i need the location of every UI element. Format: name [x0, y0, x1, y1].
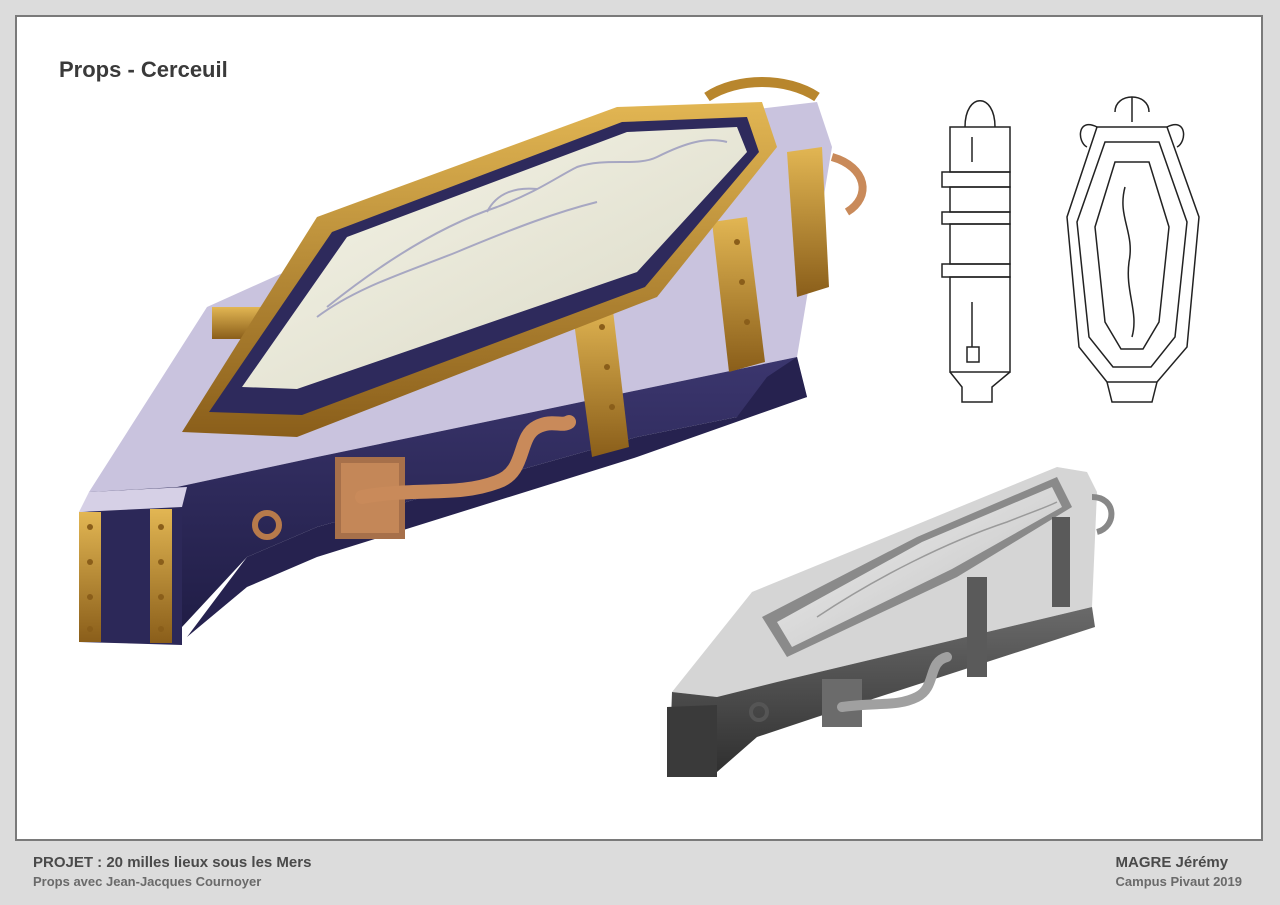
concept-sheet: Props - Cerceuil	[15, 15, 1263, 841]
project-credits: PROJET : 20 milles lieux sous les Mers P…	[33, 853, 311, 891]
coffin-artwork	[79, 77, 1200, 777]
page-title: Props - Cerceuil	[59, 57, 228, 82]
coffin-greyscale-render	[667, 467, 1115, 777]
project-title: PROJET : 20 milles lieux sous les Mers	[33, 854, 312, 871]
coffin-side-view-lineart	[941, 100, 1011, 403]
project-subtitle: Props avec Jean-Jacques Cournoyer	[33, 874, 262, 889]
author-credits: MAGRE Jérémy Campus Pivaut 2019	[1116, 853, 1242, 891]
coffin-color-render	[79, 77, 867, 645]
school-name: Campus Pivaut 2019	[1115, 874, 1242, 889]
author-name: MAGRE Jérémy	[1115, 854, 1229, 871]
coffin-top-view-lineart	[1066, 96, 1200, 403]
